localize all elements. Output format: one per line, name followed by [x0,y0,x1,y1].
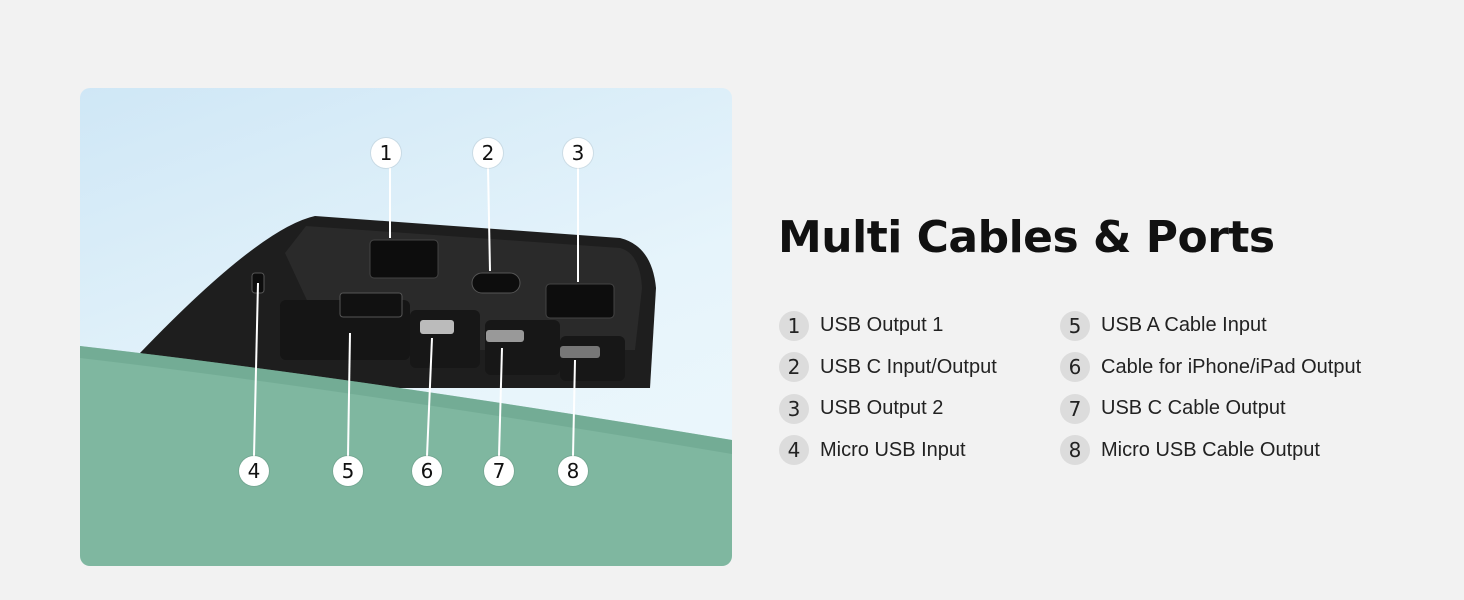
product-photo: 1 2 3 4 5 6 7 8 [80,88,732,566]
legend-item: 1 USB Output 1 [779,305,997,347]
legend-label: USB Output 2 [820,397,944,420]
callout-5: 5 [333,456,363,486]
port-legend-right: 5 USB A Cable Input 6 Cable for iPhone/i… [1060,305,1361,471]
legend-item: 4 Micro USB Input [779,430,997,472]
power-bank-illustration [80,167,732,566]
callout-1: 1 [371,138,401,168]
port-legend-left: 1 USB Output 1 2 USB C Input/Output 3 US… [779,305,997,471]
callout-4: 4 [239,456,269,486]
legend-item: 3 USB Output 2 [779,388,997,430]
callout-7: 7 [484,456,514,486]
callout-3: 3 [563,138,593,168]
legend-item: 8 Micro USB Cable Output [1060,430,1361,472]
legend-label: Micro USB Input [820,438,966,461]
callout-6: 6 [412,456,442,486]
legend-label: USB C Input/Output [820,355,997,378]
legend-item: 5 USB A Cable Input [1060,305,1361,347]
callout-2: 2 [473,138,503,168]
legend-label: Cable for iPhone/iPad Output [1101,355,1362,378]
legend-number: 1 [779,310,809,341]
legend-number: 3 [779,393,809,424]
legend-label: USB C Cable Output [1101,397,1286,420]
legend-number: 4 [779,435,809,466]
legend-label: Micro USB Cable Output [1101,438,1320,461]
legend-item: 7 USB C Cable Output [1060,388,1361,430]
legend-number: 8 [1060,435,1090,466]
legend-label: USB A Cable Input [1101,314,1267,337]
legend-number: 6 [1060,352,1090,383]
legend-number: 7 [1060,393,1090,424]
callout-8: 8 [558,456,588,486]
legend-item: 2 USB C Input/Output [779,347,997,389]
legend-number: 2 [779,352,809,383]
legend-number: 5 [1060,310,1090,341]
page-title: Multi Cables & Ports [778,212,1275,263]
legend-label: USB Output 1 [820,314,944,337]
legend-item: 6 Cable for iPhone/iPad Output [1060,347,1361,389]
